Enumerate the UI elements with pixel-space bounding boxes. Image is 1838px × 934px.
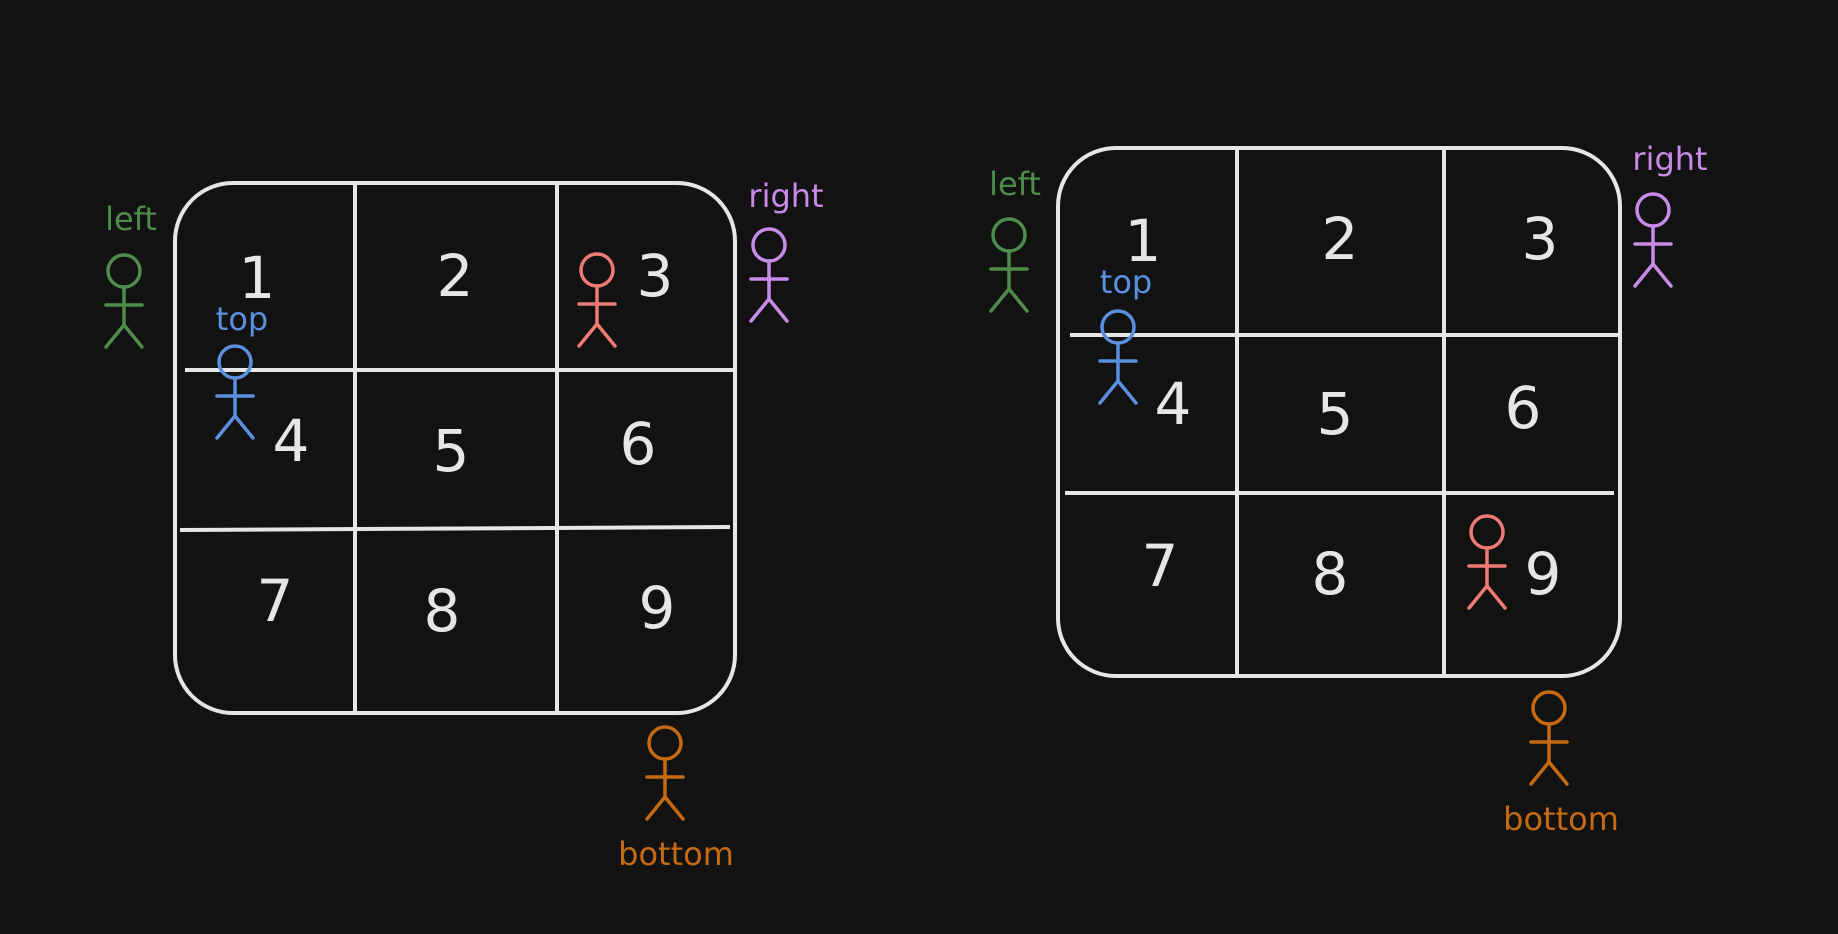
cell-5: 5 bbox=[1317, 380, 1354, 448]
grid-frame bbox=[173, 181, 737, 715]
cell-7: 7 bbox=[1142, 532, 1179, 600]
cell-2: 2 bbox=[437, 242, 474, 310]
left-label: left bbox=[105, 200, 157, 238]
right-stick-figure-icon bbox=[1633, 192, 1673, 288]
cell-8: 8 bbox=[1312, 540, 1349, 608]
cell-9: 9 bbox=[1525, 540, 1562, 608]
cell-6: 6 bbox=[620, 410, 657, 478]
diagram-2: 1 2 3 4 5 6 7 8 9 left top right bott bbox=[989, 140, 1708, 838]
cell-5: 5 bbox=[433, 417, 470, 485]
cell-8: 8 bbox=[424, 577, 461, 645]
bottom-stick-figure-icon bbox=[1529, 690, 1569, 786]
current-stick-figure-icon bbox=[577, 252, 617, 348]
cell-2: 2 bbox=[1322, 205, 1359, 273]
grid-frame bbox=[1056, 146, 1622, 678]
bottom-label: bottom bbox=[1503, 800, 1619, 838]
top-label: top bbox=[1100, 263, 1152, 301]
bottom-label: bottom bbox=[618, 835, 734, 873]
cell-1: 1 bbox=[239, 244, 276, 312]
left-stick-figure-icon bbox=[104, 253, 144, 349]
cell-9: 9 bbox=[639, 574, 676, 642]
cell-1: 1 bbox=[1125, 207, 1162, 275]
cell-6: 6 bbox=[1505, 374, 1542, 442]
grid-line bbox=[179, 525, 731, 532]
top-stick-figure-icon bbox=[215, 344, 255, 440]
cell-4: 4 bbox=[1155, 370, 1192, 438]
left-stick-figure-icon bbox=[989, 217, 1029, 313]
right-label: right bbox=[748, 177, 823, 215]
top-label: top bbox=[216, 300, 268, 338]
right-stick-figure-icon bbox=[749, 227, 789, 323]
current-stick-figure-icon bbox=[1467, 514, 1507, 610]
cell-3: 3 bbox=[637, 242, 674, 310]
cell-4: 4 bbox=[273, 407, 310, 475]
top-stick-figure-icon bbox=[1098, 309, 1138, 405]
bottom-stick-figure-icon bbox=[645, 725, 685, 821]
diagram-1: 1 2 3 4 5 6 7 8 9 left top right bott bbox=[104, 177, 824, 873]
cell-7: 7 bbox=[257, 567, 294, 635]
right-label: right bbox=[1632, 140, 1707, 178]
cell-3: 3 bbox=[1522, 205, 1559, 273]
left-label: left bbox=[989, 165, 1041, 203]
